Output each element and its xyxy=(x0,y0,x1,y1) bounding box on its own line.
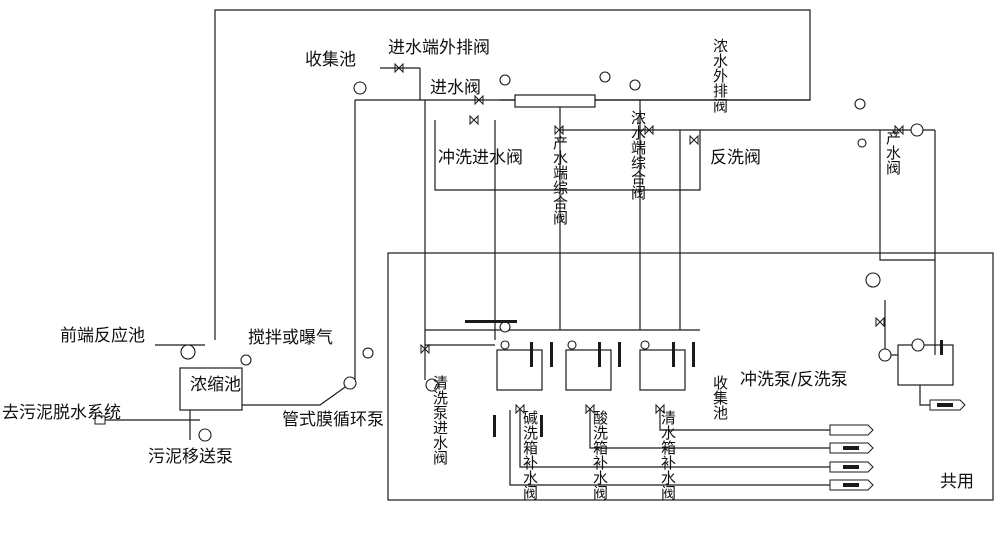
alkali-level-bar-1 xyxy=(530,342,533,367)
terminal-box-1 xyxy=(829,424,874,436)
cleaning-header-bar xyxy=(465,320,517,323)
label-inlet-discharge-valve: 进水端外排阀 xyxy=(388,38,490,58)
label-front-reaction-pool: 前端反应池 xyxy=(60,326,145,346)
label-acid-tank-fill-valve: 酸洗箱补水阀 xyxy=(591,410,609,501)
label-flush-backwash-pump: 冲洗泵/反洗泵 xyxy=(740,370,848,390)
alkali-tank xyxy=(496,349,543,391)
label-product-end-combined-valve: 产水端综合阀 xyxy=(551,135,569,226)
flush-loop-line xyxy=(434,120,701,191)
fill-line-1 xyxy=(519,410,830,468)
concentration-tank xyxy=(179,367,243,411)
label-concentrate-discharge-valve: 浓水外排阀 xyxy=(711,38,729,114)
circulation-line xyxy=(242,340,356,406)
label-concentrate-end-combined-valve: 浓水端综合阀 xyxy=(629,110,647,201)
flush-pump-icon xyxy=(878,348,892,362)
inlet-pressure-gauge-icon xyxy=(353,81,367,95)
right-valve-icon xyxy=(875,316,885,328)
fill-line-4 xyxy=(509,410,830,486)
label-flush-inlet-valve: 冲洗进水阀 xyxy=(438,148,523,168)
terminal-box-4-fill xyxy=(843,483,859,487)
clean-fill-valve-icon xyxy=(655,403,665,415)
label-sludge-transfer-pump: 污泥移送泵 xyxy=(148,447,233,467)
left-marker-bar-2 xyxy=(540,415,543,437)
acid-fill-valve-icon xyxy=(585,403,595,415)
label-inlet-valve: 进水阀 xyxy=(430,78,481,98)
acid-tank xyxy=(565,349,612,391)
top-pressure-gauge-icon xyxy=(629,79,641,91)
collection-valve-icon xyxy=(394,62,404,74)
inlet-flow-meter-icon xyxy=(499,74,511,86)
sludge-terminal-box xyxy=(94,415,106,425)
right-transmitter-icon xyxy=(865,272,881,288)
product-pressure-gauge-icon xyxy=(854,98,866,110)
circulation-pump-icon xyxy=(343,376,357,390)
cleaning-pump-icon xyxy=(425,378,439,392)
label-stir-or-aerate: 搅拌或曝气 xyxy=(248,328,333,348)
filter-block xyxy=(514,94,596,108)
cleaning-inlet-valve-icon xyxy=(420,343,430,355)
product-outlet-line xyxy=(919,385,930,406)
label-cleaning-pump-inlet-valve: 清洗泵进水阀 xyxy=(431,375,449,466)
fill-line-3 xyxy=(659,410,830,431)
product-tank xyxy=(897,344,954,386)
clean-tank xyxy=(639,349,686,391)
sludge-pump-icon xyxy=(198,428,212,442)
clean-level-bar-2 xyxy=(692,342,695,367)
clean-tank-gauge-icon xyxy=(640,340,650,350)
product-transmitter-icon xyxy=(910,123,924,137)
shared-boundary xyxy=(387,252,994,501)
fill-line-2 xyxy=(589,410,830,449)
product-tank-bar xyxy=(940,340,943,355)
circulation-gauge-icon xyxy=(362,347,374,359)
cleaning-meter-icon xyxy=(499,321,511,333)
front-reaction-pump-icon xyxy=(180,344,196,360)
label-sludge-dewatering: 去污泥脱水系统 xyxy=(2,403,121,423)
product-valve-icon xyxy=(894,124,904,136)
inlet-valve-icon xyxy=(474,94,484,106)
label-collection-pool-lower: 收集池 xyxy=(711,375,729,420)
clean-level-bar-1 xyxy=(672,342,675,367)
acid-tank-gauge-icon xyxy=(567,340,577,350)
terminal-box-2-fill xyxy=(843,446,859,450)
label-concentration-pool: 浓缩池 xyxy=(190,375,241,395)
acid-level-bar-1 xyxy=(598,342,601,367)
product-terminal-fill xyxy=(937,403,953,407)
alkali-tank-gauge-icon xyxy=(500,340,510,350)
label-alkali-tank-fill-valve: 碱洗箱补水阀 xyxy=(521,410,539,501)
stirrer-icon xyxy=(240,354,252,366)
label-tubular-membrane-loop-pump: 管式膜循环泵 xyxy=(282,410,384,430)
concentrate-meter-icon xyxy=(599,71,611,83)
product-side-line xyxy=(879,130,935,261)
label-clean-tank-fill-valve: 清水箱补水阀 xyxy=(659,410,677,501)
product-end-valve-icon xyxy=(554,124,564,136)
label-product-water-valve: 产水阀 xyxy=(884,130,902,176)
alkali-level-bar-2 xyxy=(550,342,553,367)
label-shared: 共用 xyxy=(940,472,974,492)
backwash-valve-icon xyxy=(689,134,699,146)
terminal-box-3-fill xyxy=(843,465,859,469)
alkali-fill-valve-icon xyxy=(515,403,525,415)
label-backwash-valve: 反洗阀 xyxy=(710,148,761,168)
acid-level-bar-2 xyxy=(618,342,621,367)
left-marker-bar-1 xyxy=(493,415,496,437)
flush-valve-icon xyxy=(469,114,479,126)
product-tank-gauge-icon xyxy=(911,338,925,352)
concentrate-end-valve-icon xyxy=(644,124,654,136)
product-level-icon xyxy=(857,138,867,148)
label-collection-pool: 收集池 xyxy=(305,50,356,70)
